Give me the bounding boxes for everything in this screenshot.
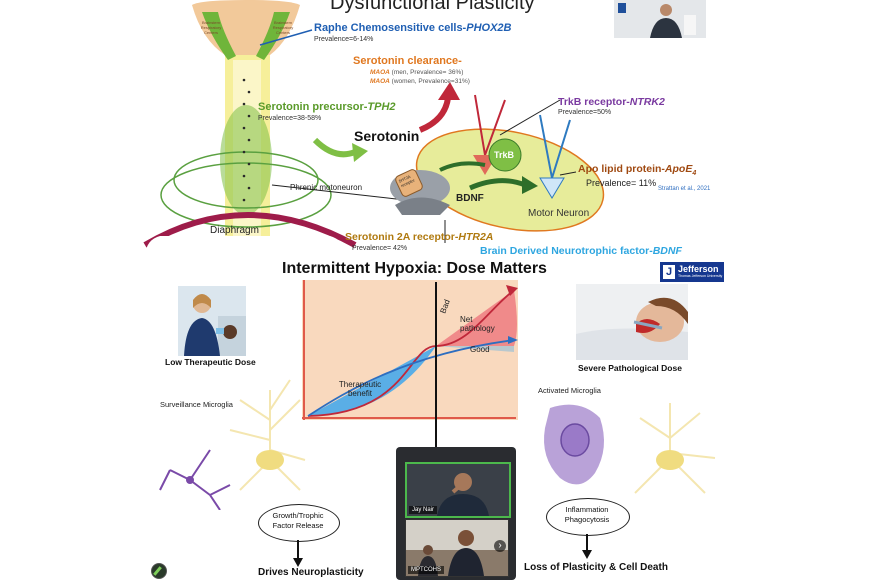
right-result: Loss of Plasticity & Cell Death (524, 562, 668, 573)
activated-label: Activated Microglia (538, 386, 601, 395)
good-arrowhead (508, 336, 518, 344)
top-slide: Dysfunctional Plasticity Brainstem Respi… (140, 0, 740, 258)
left-down-arrow (293, 540, 303, 567)
net-pathology-region (436, 290, 517, 346)
jefferson-logo-sub: Thomas Jefferson University (678, 274, 723, 278)
raphe-prevalence: Prevalence=6-14% (314, 36, 374, 43)
presenter-thumbnail[interactable] (614, 0, 706, 38)
precursor-prevalence: Prevalence=38-58% (258, 115, 322, 122)
participant-tile-1[interactable]: Jay Nair (405, 462, 511, 518)
chart-good-label: Good (470, 345, 490, 354)
participant-video-1 (407, 464, 509, 516)
left-result: Drives Neuroplasticity (258, 567, 364, 578)
jefferson-logo-mark: J (663, 265, 675, 279)
low-dose-photo (178, 286, 246, 356)
dose-chart (302, 280, 518, 420)
video-call-panel[interactable]: Jay Nair MPTCOHS › (396, 447, 516, 580)
surveillance-label: Surveillance Microglia (160, 400, 233, 409)
apoe-title: Apo lipid protein-ApoE4 (578, 163, 697, 178)
participant-name-2: MPTCOHS (408, 566, 444, 574)
citation: Strattan et al., 2021 (658, 186, 711, 192)
pen-tool-icon[interactable] (151, 563, 167, 579)
good-region-wedge (436, 346, 514, 352)
therapeutic-benefit-region (308, 346, 436, 416)
trkb-title: TrkB receptor-NTRK2 (558, 96, 665, 108)
htr2a-title: Serotonin 2A receptor-HTR2A (345, 231, 494, 243)
top-slide-graphics (143, 0, 605, 258)
phrenic-label: Phrenic motoneuron (290, 183, 363, 192)
bad-arrowhead (506, 285, 518, 296)
chevron-right-icon: › (498, 540, 502, 551)
jefferson-logo-text: Jefferson (678, 264, 719, 274)
bottom-slide: Intermittent Hypoxia: Dose Matters J Jef… (140, 258, 740, 580)
brainstem-label-left: Brainstem Respiratory Centers (200, 20, 222, 35)
brainstem-label-right: Brainstem Respiratory Centers (272, 20, 294, 35)
participant-tile-2[interactable]: MPTCOHS › (405, 519, 509, 577)
trkb-receptor-label: TrkB (494, 150, 515, 160)
trkb-prevalence: Prevalence=50% (558, 109, 612, 116)
clearance-line-1: MAOA (men, Prevalence= 36%) (370, 69, 464, 76)
jefferson-logo: J Jefferson Thomas Jefferson University (660, 262, 724, 282)
benefit-curve (307, 339, 515, 417)
top-slide-title: Dysfunctional Plasticity (330, 0, 535, 14)
clearance-title: Serotonin clearance- (353, 55, 462, 67)
low-dose-caption: Low Therapeutic Dose (165, 357, 256, 367)
next-page-button[interactable]: › (494, 540, 506, 552)
diaphragm-label: Diaphragm (210, 225, 259, 236)
presenter-video-frame (614, 0, 706, 38)
high-dose-photo (576, 284, 688, 360)
high-dose-caption: Severe Pathological Dose (578, 363, 682, 373)
participant-name-1: Jay Nair (409, 506, 438, 514)
pathology-curve (307, 289, 515, 417)
bottom-slide-title: Intermittent Hypoxia: Dose Matters (282, 260, 547, 277)
apoe-prevalence: Prevalence= 11% (586, 178, 657, 188)
serotonin-label: Serotonin (354, 128, 420, 144)
chart-therapeutic-benefit-label: Therapeutic benefit (338, 380, 382, 398)
htr2a-prevalence: Prevalence= 42% (352, 245, 408, 252)
left-bubble-text: Growth/Trophic Factor Release (272, 511, 324, 530)
right-bubble-text: Inflammation Phagocytosis (564, 505, 610, 524)
clearance-line-2: MAOA (women, Prevalence=31%) (370, 78, 470, 85)
motor-neuron-label: Motor Neuron (528, 208, 590, 219)
right-down-arrow (582, 534, 592, 559)
raphe-title: Raphe Chemosensitive cells-PHOX2B (314, 22, 512, 34)
pen-tool-glyph (153, 566, 162, 576)
precursor-title: Serotonin precursor-TPH2 (258, 101, 396, 113)
center-divider (435, 282, 437, 450)
bdnf-label: BDNF (456, 193, 484, 204)
activated-illustration (544, 403, 716, 494)
chart-net-pathology-label: Net pathology (460, 315, 495, 333)
bdnf-full-title: Brain Derived Neurotrophic factor-BDNF (480, 245, 682, 257)
surveillance-illustration (159, 379, 306, 510)
